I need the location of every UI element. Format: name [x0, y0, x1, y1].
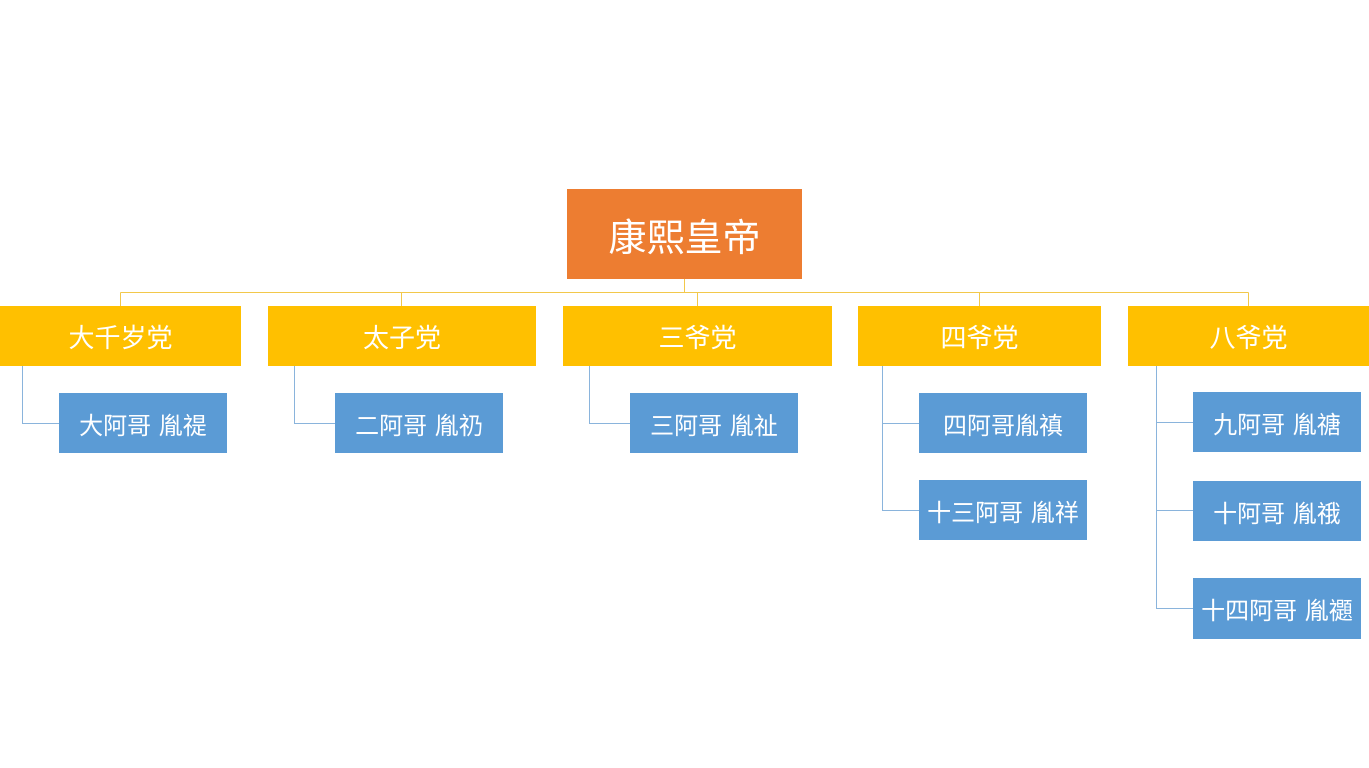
faction-node-4: 四爷党 [858, 306, 1101, 366]
link-faction-1-member-1 [22, 366, 59, 424]
member-label: 四阿哥胤禛 [943, 411, 1063, 440]
member-node-5-3: 十四阿哥 胤禵 [1193, 578, 1361, 639]
root-connectors [120, 279, 1249, 306]
faction-node-2: 太子党 [268, 306, 536, 366]
member-label: 十四阿哥 胤禵 [1201, 597, 1353, 625]
member-node-5-2: 十阿哥 胤䄉 [1193, 481, 1361, 541]
root-node: 康熙皇帝 [567, 189, 802, 279]
member-node-5-1: 九阿哥 胤禟 [1193, 392, 1361, 452]
faction-label: 大千岁党 [68, 323, 173, 354]
member-node-3-1: 三阿哥 胤祉 [630, 393, 798, 453]
faction-label: 四爷党 [940, 323, 1019, 354]
faction-label: 八爷党 [1209, 323, 1288, 354]
member-label: 十三阿哥 胤祥 [927, 498, 1079, 527]
member-label: 三阿哥 胤祉 [650, 411, 778, 440]
faction-label: 三爷党 [658, 323, 737, 354]
link-faction-4-member-2 [882, 423, 919, 511]
faction-node-1: 大千岁党 [0, 306, 241, 366]
member-label: 大阿哥 胤禔 [79, 411, 207, 440]
link-faction-2-member-1 [294, 366, 335, 424]
member-node-2-1: 二阿哥 胤礽 [335, 393, 503, 453]
faction-node-3: 三爷党 [563, 306, 832, 366]
link-faction-4-member-1 [882, 366, 919, 424]
link-faction-5-member-3 [1156, 510, 1193, 609]
member-node-4-2: 十三阿哥 胤祥 [919, 480, 1087, 540]
faction-label: 太子党 [362, 323, 441, 354]
link-faction-5-member-1 [1156, 366, 1193, 423]
link-faction-5-member-2 [1156, 422, 1193, 511]
member-node-1-1: 大阿哥 胤禔 [59, 393, 227, 453]
root-label: 康熙皇帝 [608, 215, 761, 260]
faction-node-5: 八爷党 [1128, 306, 1369, 366]
link-faction-3-member-1 [589, 366, 630, 424]
member-label: 二阿哥 胤礽 [355, 411, 483, 440]
member-connectors [22, 366, 1193, 609]
member-label: 九阿哥 胤禟 [1213, 410, 1341, 439]
member-label: 十阿哥 胤䄉 [1213, 499, 1341, 528]
member-node-4-1: 四阿哥胤禛 [919, 393, 1087, 453]
